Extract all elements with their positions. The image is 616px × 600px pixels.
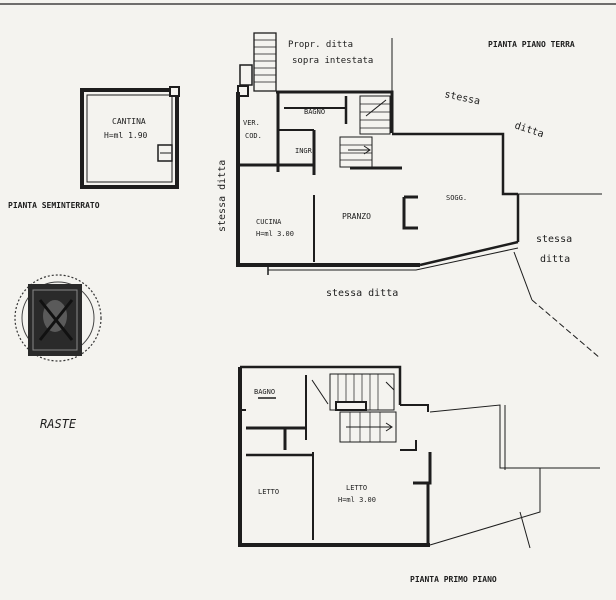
room-label-cucina: CUCINA — [256, 218, 282, 226]
first-floor-label-bagno: BAGNO — [254, 388, 275, 396]
neighbor-left-vertical: stessa ditta — [217, 160, 228, 232]
ground-floor-plan — [236, 32, 602, 359]
first-floor-title: PIANTA PRIMO PIANO — [410, 575, 497, 584]
neighbor-right-2: ditta — [540, 254, 570, 265]
neighbor-top-right-2: ditta — [513, 120, 545, 140]
basement-room-label: CANTINA — [112, 117, 146, 126]
first-floor-label-letto-1: LETTO — [258, 488, 279, 496]
neighbor-right-1: stessa — [536, 234, 572, 245]
signature-text: RASTE — [40, 417, 77, 431]
room-label-ingr: INGR. — [295, 147, 316, 155]
room-label-cod: COD. — [245, 132, 262, 140]
basement-plan — [80, 86, 180, 189]
first-floor-label-letto-2: LETTO — [346, 484, 367, 492]
owner-line-1: Propr. ditta — [288, 40, 353, 50]
neighbor-bottom: stessa ditta — [326, 288, 398, 299]
room-label-cucina-height: H=ml 3.00 — [256, 230, 294, 238]
room-label-bagno: BAGNO — [304, 108, 325, 116]
basement-title: PIANTA SEMINTERRATO — [8, 201, 100, 210]
room-label-sogg: SOGG. — [446, 194, 467, 202]
room-label-pranzo: PRANZO — [342, 212, 371, 221]
neighbor-top-right-1: stessa — [443, 89, 481, 107]
owner-line-2: sopra intestata — [292, 56, 373, 66]
official-stamp-icon — [14, 274, 102, 362]
basement-height-label: H=ml 1.90 — [104, 131, 148, 140]
ground-floor-title: PIANTA PIANO TERRA — [488, 40, 575, 49]
first-floor-plan — [238, 365, 600, 549]
room-label-ver: VER. — [243, 119, 260, 127]
first-floor-label-letto-height: H=ml 3.00 — [338, 496, 376, 504]
